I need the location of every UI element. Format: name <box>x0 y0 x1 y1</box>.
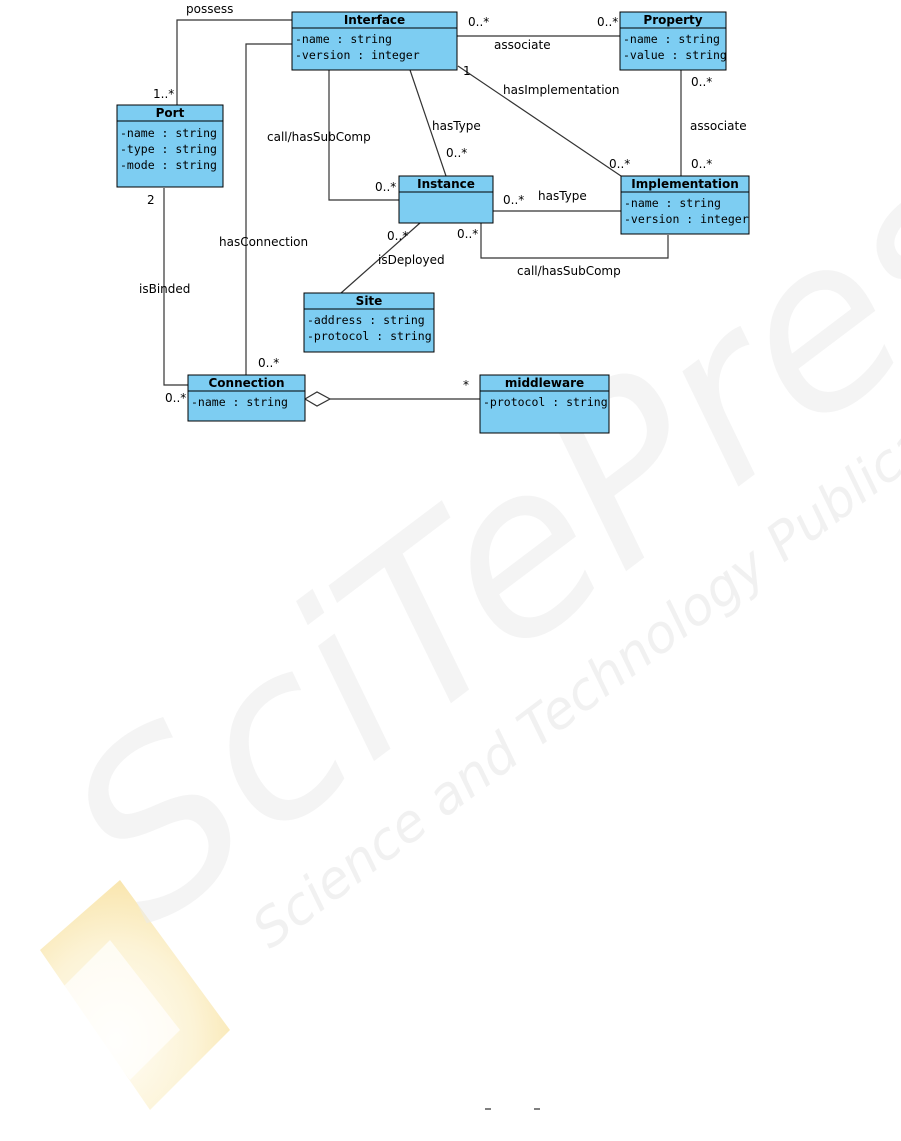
class-connection-name: Connection <box>208 376 284 390</box>
mult-implementation-assoc: 0..* <box>691 157 712 171</box>
class-connection: Connection -name : string <box>187 374 306 422</box>
label-has-connection: hasConnection <box>219 235 308 249</box>
label-associate-top: associate <box>494 38 551 52</box>
class-site-attr: -address : string <box>307 313 425 327</box>
class-implementation: Implementation -name : string -version :… <box>620 175 750 235</box>
class-middleware-attr: -protocol : string <box>483 395 608 409</box>
class-port-attr: -mode : string <box>120 158 217 172</box>
class-implementation-attr: -version : integer <box>624 212 749 226</box>
class-property: Property -name : string -value : string <box>619 11 727 71</box>
class-port-name: Port <box>156 106 185 120</box>
label-associate-right: associate <box>690 119 747 133</box>
class-port-attr: -type : string <box>120 142 217 156</box>
class-site: Site -address : string -protocol : strin… <box>303 292 435 353</box>
edge-has-implementation <box>457 65 622 177</box>
label-has-implementation: hasImplementation <box>503 83 620 97</box>
mult-interface-property-left: 0..* <box>468 15 489 29</box>
mult-property-assoc: 0..* <box>691 75 712 89</box>
edge-has-type-top <box>409 69 447 177</box>
class-port: Port -name : string -type : string -mode… <box>116 104 224 188</box>
mult-port-binded: 2 <box>147 193 155 207</box>
label-has-type-top: hasType <box>432 119 481 133</box>
aggregation-diamond <box>303 391 332 407</box>
class-implementation-attr: -name : string <box>624 196 721 210</box>
class-property-attr: -name : string <box>623 32 720 46</box>
class-site-name: Site <box>356 294 383 308</box>
edge-is-binded <box>163 188 188 386</box>
class-property-attr: -value : string <box>623 48 727 62</box>
uml-class-diagram: possess associate associate hasImplement… <box>116 2 750 434</box>
label-is-binded: isBinded <box>139 282 190 296</box>
relation-labels: possess associate associate hasImplement… <box>139 2 747 296</box>
association-edges <box>163 19 682 407</box>
edge-call-subcomp-left <box>328 70 399 201</box>
mult-instance-deployed: 0..* <box>387 229 408 243</box>
label-call-subcomp-bottom: call/hasSubComp <box>517 264 621 278</box>
mult-connection-binded: 0..* <box>165 391 186 405</box>
label-call-subcomp-left: call/hasSubComp <box>267 130 371 144</box>
mult-instance-callsub-bottom: 0..* <box>457 227 478 241</box>
class-interface-attr: -name : string <box>295 32 392 46</box>
class-middleware: middleware -protocol : string <box>479 374 610 434</box>
mult-interface-property-right: 0..* <box>597 15 618 29</box>
multiplicity-labels: 0..* 0..* 1..* 1 0..* 0..* 0..* 0..* 0..… <box>147 15 712 405</box>
label-is-deployed: isDeployed <box>378 253 445 267</box>
scan-artifact-marks <box>485 1108 540 1110</box>
label-possess: possess <box>186 2 233 16</box>
class-instance: Instance <box>398 175 494 224</box>
mult-instance-hastype-right: 0..* <box>503 193 524 207</box>
class-interface-attr: -version : integer <box>295 48 420 62</box>
mult-connection-hasconnection: 0..* <box>258 356 279 370</box>
class-implementation-name: Implementation <box>631 177 738 191</box>
edge-call-subcomp-bottom <box>480 223 669 259</box>
mult-instance-callsub-left: 0..* <box>375 180 396 194</box>
class-connection-attr: -name : string <box>191 395 288 409</box>
mult-implementation-hasimpl: 0..* <box>609 157 630 171</box>
label-has-type-right: hasType <box>538 189 587 203</box>
class-port-attr: -name : string <box>120 126 217 140</box>
mult-port-possess: 1..* <box>153 87 174 101</box>
class-interface-name: Interface <box>344 13 405 27</box>
edge-is-deployed <box>340 222 421 294</box>
mult-instance-hastype-top: 0..* <box>446 146 467 160</box>
class-instance-name: Instance <box>417 177 475 191</box>
class-interface: Interface -name : string -version : inte… <box>291 11 458 71</box>
class-site-attr: -protocol : string <box>307 329 432 343</box>
class-property-name: Property <box>643 13 702 27</box>
class-middleware-name: middleware <box>505 376 584 390</box>
mult-interface-implementation: 1 <box>463 64 471 78</box>
edge-possess <box>176 19 292 105</box>
edge-has-connection <box>245 43 292 375</box>
mult-middleware-aggregation: * <box>463 378 469 392</box>
watermark-emblem <box>40 880 230 1110</box>
